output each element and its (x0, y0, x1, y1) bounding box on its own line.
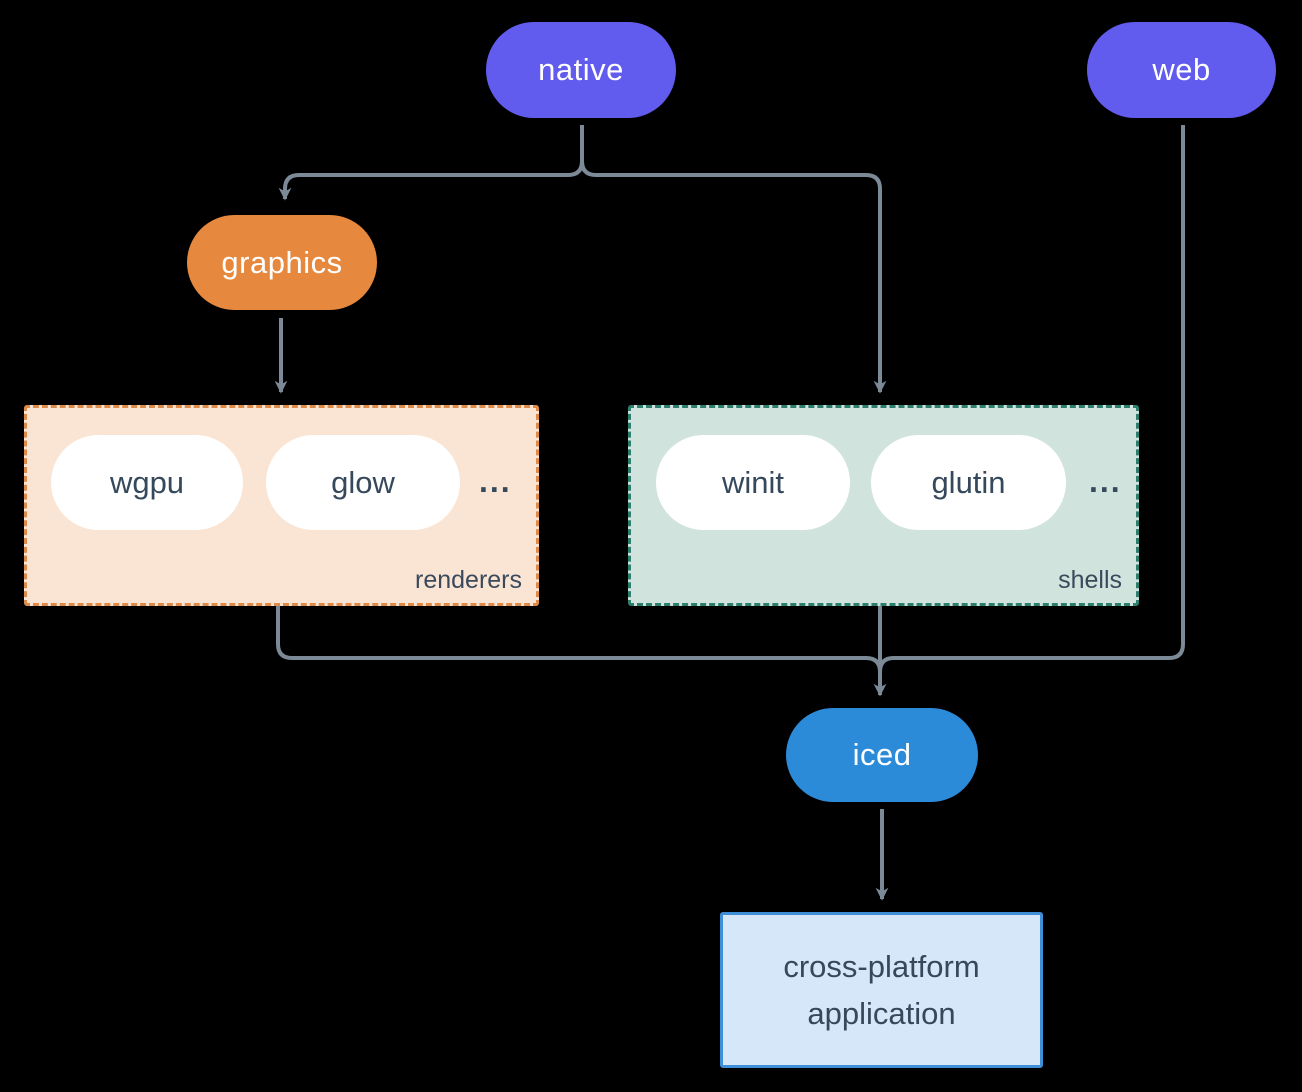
group-renderers: wgpu glow ... renderers (24, 405, 539, 606)
node-web: web (1087, 22, 1276, 118)
node-wgpu-label: wgpu (109, 464, 185, 500)
node-wgpu: wgpu (51, 435, 243, 530)
node-graphics: graphics (187, 215, 377, 310)
node-winit-label: winit (721, 464, 784, 500)
node-graphics-label: graphics (221, 244, 343, 280)
application-label-line2: application (807, 996, 956, 1031)
node-native: native (486, 22, 676, 118)
shells-ellipsis: ... (1089, 463, 1122, 499)
edge-native-to-graphics (278, 125, 584, 201)
node-glutin: glutin (871, 435, 1066, 530)
node-winit: winit (656, 435, 850, 530)
node-glow: glow (266, 435, 460, 530)
node-native-label: native (538, 52, 624, 87)
shells-group-label: shells (1058, 566, 1122, 594)
node-iced-label: iced (852, 737, 912, 772)
group-shells: winit glutin ... shells (628, 405, 1139, 606)
renderers-ellipsis: ... (479, 463, 512, 499)
renderers-group-label: renderers (415, 566, 522, 594)
node-web-label: web (1152, 52, 1211, 87)
edge-native-to-shells (580, 125, 887, 394)
node-iced: iced (786, 708, 978, 802)
edge-renderers-to-merge (276, 606, 882, 673)
node-glutin-label: glutin (931, 464, 1006, 500)
application-label-line1: cross-platform (783, 949, 980, 984)
node-cross-platform-application: cross-platform application (720, 912, 1043, 1068)
node-glow-label: glow (331, 464, 395, 500)
